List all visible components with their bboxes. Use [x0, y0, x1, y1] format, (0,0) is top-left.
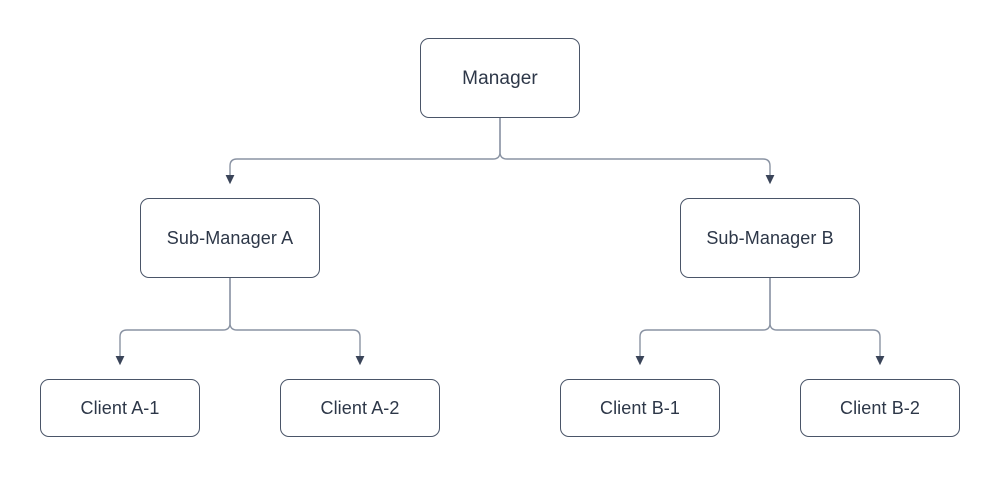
node-submanager-b-label: Sub-Manager B: [706, 228, 834, 248]
node-manager[interactable]: Manager: [420, 38, 580, 118]
node-client-a-1[interactable]: Client A-1: [40, 379, 200, 437]
node-client-a-2[interactable]: Client A-2: [280, 379, 440, 437]
edge-manager-submanager-a: [225, 118, 501, 185]
edge-manager-submanager-b: [499, 118, 775, 185]
node-manager-label: Manager: [462, 67, 538, 89]
edge-submanager-a-client-a-1: [115, 278, 231, 366]
node-submanager-a[interactable]: Sub-Manager A: [140, 198, 320, 278]
edge-submanager-b-client-b-1: [635, 278, 771, 366]
edge-submanager-b-client-b-2: [769, 278, 885, 366]
node-client-a-2-label: Client A-2: [320, 398, 400, 418]
node-client-b-2[interactable]: Client B-2: [800, 379, 960, 437]
node-client-b-1-label: Client B-1: [599, 398, 681, 418]
node-client-b-2-label: Client B-2: [839, 398, 921, 418]
edge-submanager-a-client-a-2: [229, 278, 365, 366]
node-submanager-b[interactable]: Sub-Manager B: [680, 198, 860, 278]
node-client-a-1-label: Client A-1: [80, 398, 160, 418]
node-submanager-a-label: Sub-Manager A: [166, 228, 294, 248]
node-client-b-1[interactable]: Client B-1: [560, 379, 720, 437]
